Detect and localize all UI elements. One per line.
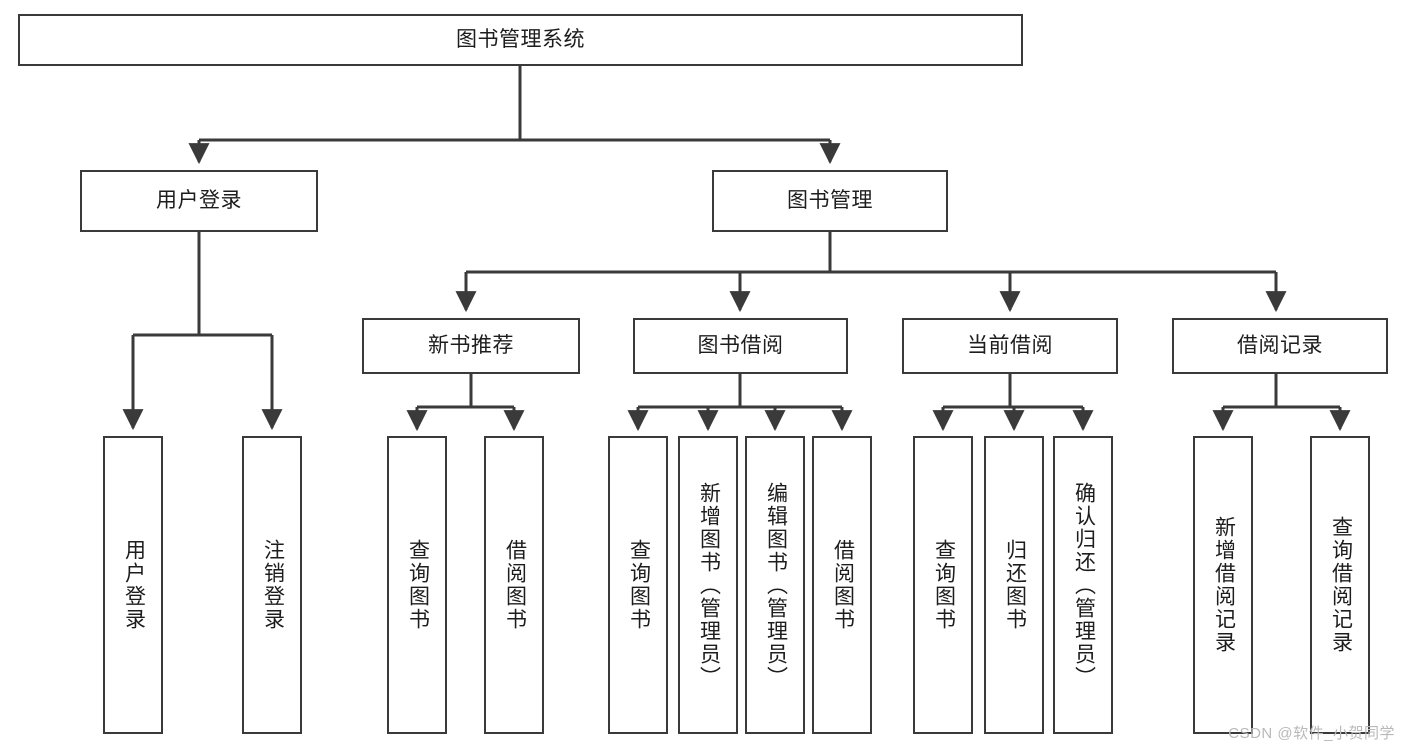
node-user-login[interactable]: 用户登录 <box>80 170 318 232</box>
node-leaf-borrow-book-recommend[interactable]: 借阅图书 <box>484 436 544 734</box>
node-leaf-logout[interactable]: 注销登录 <box>242 436 302 734</box>
node-leaf-query-borrow-record[interactable]: 查询借阅记录 <box>1310 436 1370 734</box>
node-book-borrow[interactable]: 图书借阅 <box>633 318 848 374</box>
node-leaf-edit-book-admin[interactable]: 编辑图书（管理员） <box>745 436 805 734</box>
node-user-login-label: 用户登录 <box>156 189 242 213</box>
node-leaf-query-book-current-label: 查询图书 <box>932 539 956 631</box>
node-leaf-confirm-return-admin-label: 确认归还（管理员） <box>1072 481 1096 689</box>
node-leaf-add-borrow-record[interactable]: 新增借阅记录 <box>1193 436 1253 734</box>
node-leaf-add-book-admin[interactable]: 新增图书（管理员） <box>678 436 738 734</box>
node-leaf-confirm-return-admin[interactable]: 确认归还（管理员） <box>1053 436 1113 734</box>
node-book-management-label: 图书管理 <box>787 189 873 213</box>
node-leaf-query-book-borrow[interactable]: 查询图书 <box>608 436 668 734</box>
node-leaf-borrow-book[interactable]: 借阅图书 <box>812 436 872 734</box>
node-leaf-add-borrow-record-label: 新增借阅记录 <box>1212 516 1236 654</box>
node-leaf-edit-book-admin-label: 编辑图书（管理员） <box>764 481 788 689</box>
node-leaf-logout-label: 注销登录 <box>261 539 285 631</box>
node-leaf-query-borrow-record-label: 查询借阅记录 <box>1329 516 1353 654</box>
node-leaf-query-book-borrow-label: 查询图书 <box>627 539 651 631</box>
node-new-book-recommend[interactable]: 新书推荐 <box>362 318 580 374</box>
node-book-borrow-label: 图书借阅 <box>697 334 784 358</box>
node-leaf-query-book-current[interactable]: 查询图书 <box>913 436 973 734</box>
node-leaf-user-login[interactable]: 用户登录 <box>103 436 163 734</box>
node-root-label: 图书管理系统 <box>456 28 585 52</box>
node-leaf-borrow-book-label: 借阅图书 <box>831 539 855 631</box>
node-leaf-query-book-recommend[interactable]: 查询图书 <box>387 436 447 734</box>
node-leaf-user-login-label: 用户登录 <box>122 539 146 631</box>
node-current-borrow[interactable]: 当前借阅 <box>902 318 1118 374</box>
node-leaf-add-book-admin-label: 新增图书（管理员） <box>697 481 721 689</box>
node-current-borrow-label: 当前借阅 <box>967 334 1053 358</box>
node-borrow-record-label: 借阅记录 <box>1237 334 1323 358</box>
node-leaf-borrow-book-recommend-label: 借阅图书 <box>503 539 527 631</box>
node-book-management[interactable]: 图书管理 <box>712 170 948 232</box>
node-leaf-return-book-label: 归还图书 <box>1003 539 1027 631</box>
node-new-book-recommend-label: 新书推荐 <box>428 334 514 358</box>
node-root[interactable]: 图书管理系统 <box>18 14 1023 66</box>
node-leaf-return-book[interactable]: 归还图书 <box>984 436 1044 734</box>
node-borrow-record[interactable]: 借阅记录 <box>1172 318 1388 374</box>
node-leaf-query-book-recommend-label: 查询图书 <box>406 539 430 631</box>
csdn-watermark: CSDN @软件_小贺同学 <box>1228 725 1395 742</box>
